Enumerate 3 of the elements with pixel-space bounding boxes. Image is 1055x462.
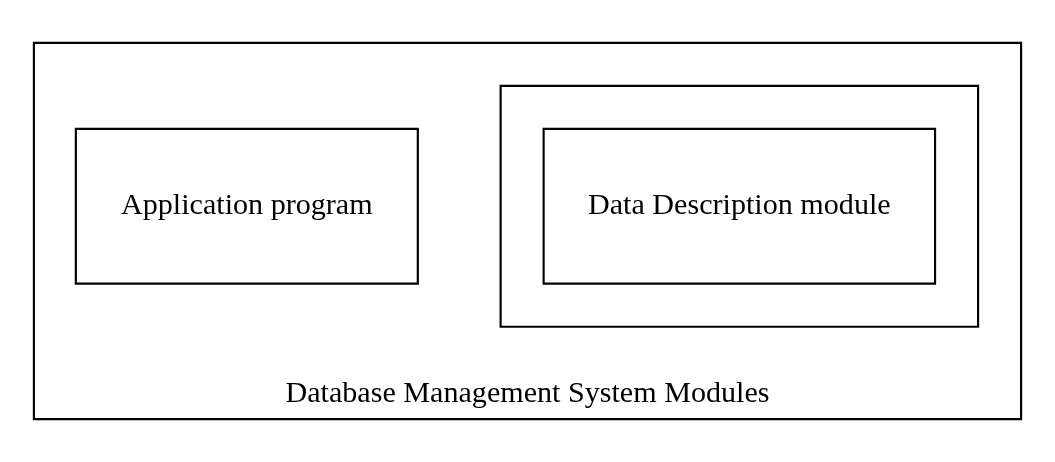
node-box: Application program [74, 127, 419, 285]
cluster [499, 84, 980, 328]
node-box: Data Description module [542, 127, 937, 285]
